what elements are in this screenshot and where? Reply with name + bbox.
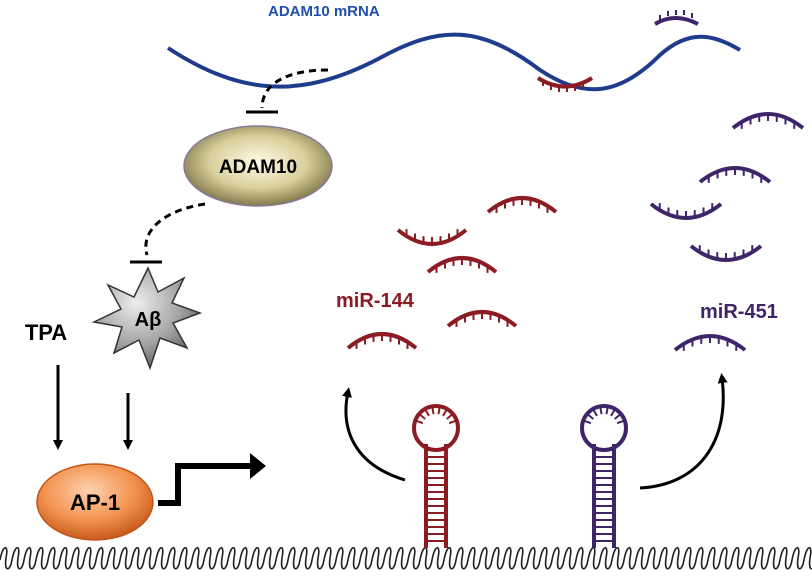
mrna-strand [166, 32, 742, 92]
mir451-molecule [731, 112, 805, 130]
ap1-label: AP-1 [70, 490, 120, 515]
mir451-label: miR-451 [700, 301, 778, 323]
inhibition-line-adam10 [144, 202, 206, 256]
adam10-protein [183, 125, 333, 207]
mir451-precursor-hairpin [580, 404, 628, 548]
arrow-to-mir144 [342, 387, 406, 482]
tpa-label: TPA [25, 320, 67, 345]
dna-strand [0, 546, 812, 570]
ap1-factor [36, 463, 154, 541]
mrna-label: ADAM10 mRNA [268, 3, 380, 20]
mir144-molecule [426, 256, 498, 274]
transcription-start-arrow [158, 463, 252, 506]
abeta-label: Aβ [135, 309, 162, 331]
mir144-label: miR-144 [336, 290, 415, 312]
adam10-label: ADAM10 [219, 157, 297, 178]
mir144-molecule [446, 310, 518, 328]
mir144-molecule [346, 332, 418, 350]
mir451-molecule [689, 244, 763, 262]
mir451-molecule [673, 334, 747, 352]
mrna-bound-mir144 [536, 76, 594, 92]
arrow-to-mir451 [639, 373, 728, 490]
mir144-molecule [396, 228, 468, 246]
mir451-molecule [649, 202, 723, 220]
mir144-molecule [486, 196, 558, 214]
mir451-molecule [698, 166, 772, 184]
abeta-burst [91, 266, 203, 371]
mir144-precursor-hairpin [412, 404, 460, 548]
inhibition-line-mrna [260, 68, 329, 109]
mrna-bound-mir451 [653, 10, 699, 26]
